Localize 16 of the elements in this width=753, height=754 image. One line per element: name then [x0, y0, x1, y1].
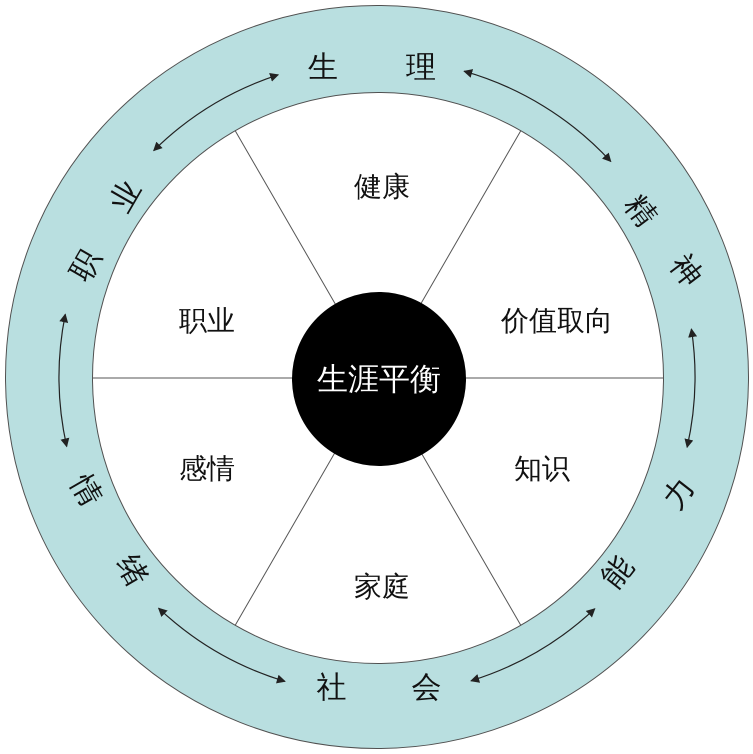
sector-label: 家庭 [354, 574, 410, 602]
center-label: 生涯平衡 [317, 364, 441, 394]
sector-label: 健康 [354, 174, 410, 202]
double-arrow [470, 608, 596, 682]
double-arrow [153, 74, 280, 152]
sector-label: 知识 [514, 456, 570, 484]
ring-label: 生理 [240, 53, 504, 83]
sector-label: 价值取向 [501, 308, 613, 336]
double-arrow [58, 313, 70, 448]
double-arrow [684, 328, 697, 448]
double-arrow [463, 70, 612, 162]
sector-label: 感情 [179, 456, 235, 484]
sector-label: 职业 [179, 308, 235, 336]
double-arrow [158, 608, 286, 683]
ring-label: 职业 [40, 132, 172, 330]
ring-label: 社会 [252, 673, 506, 703]
